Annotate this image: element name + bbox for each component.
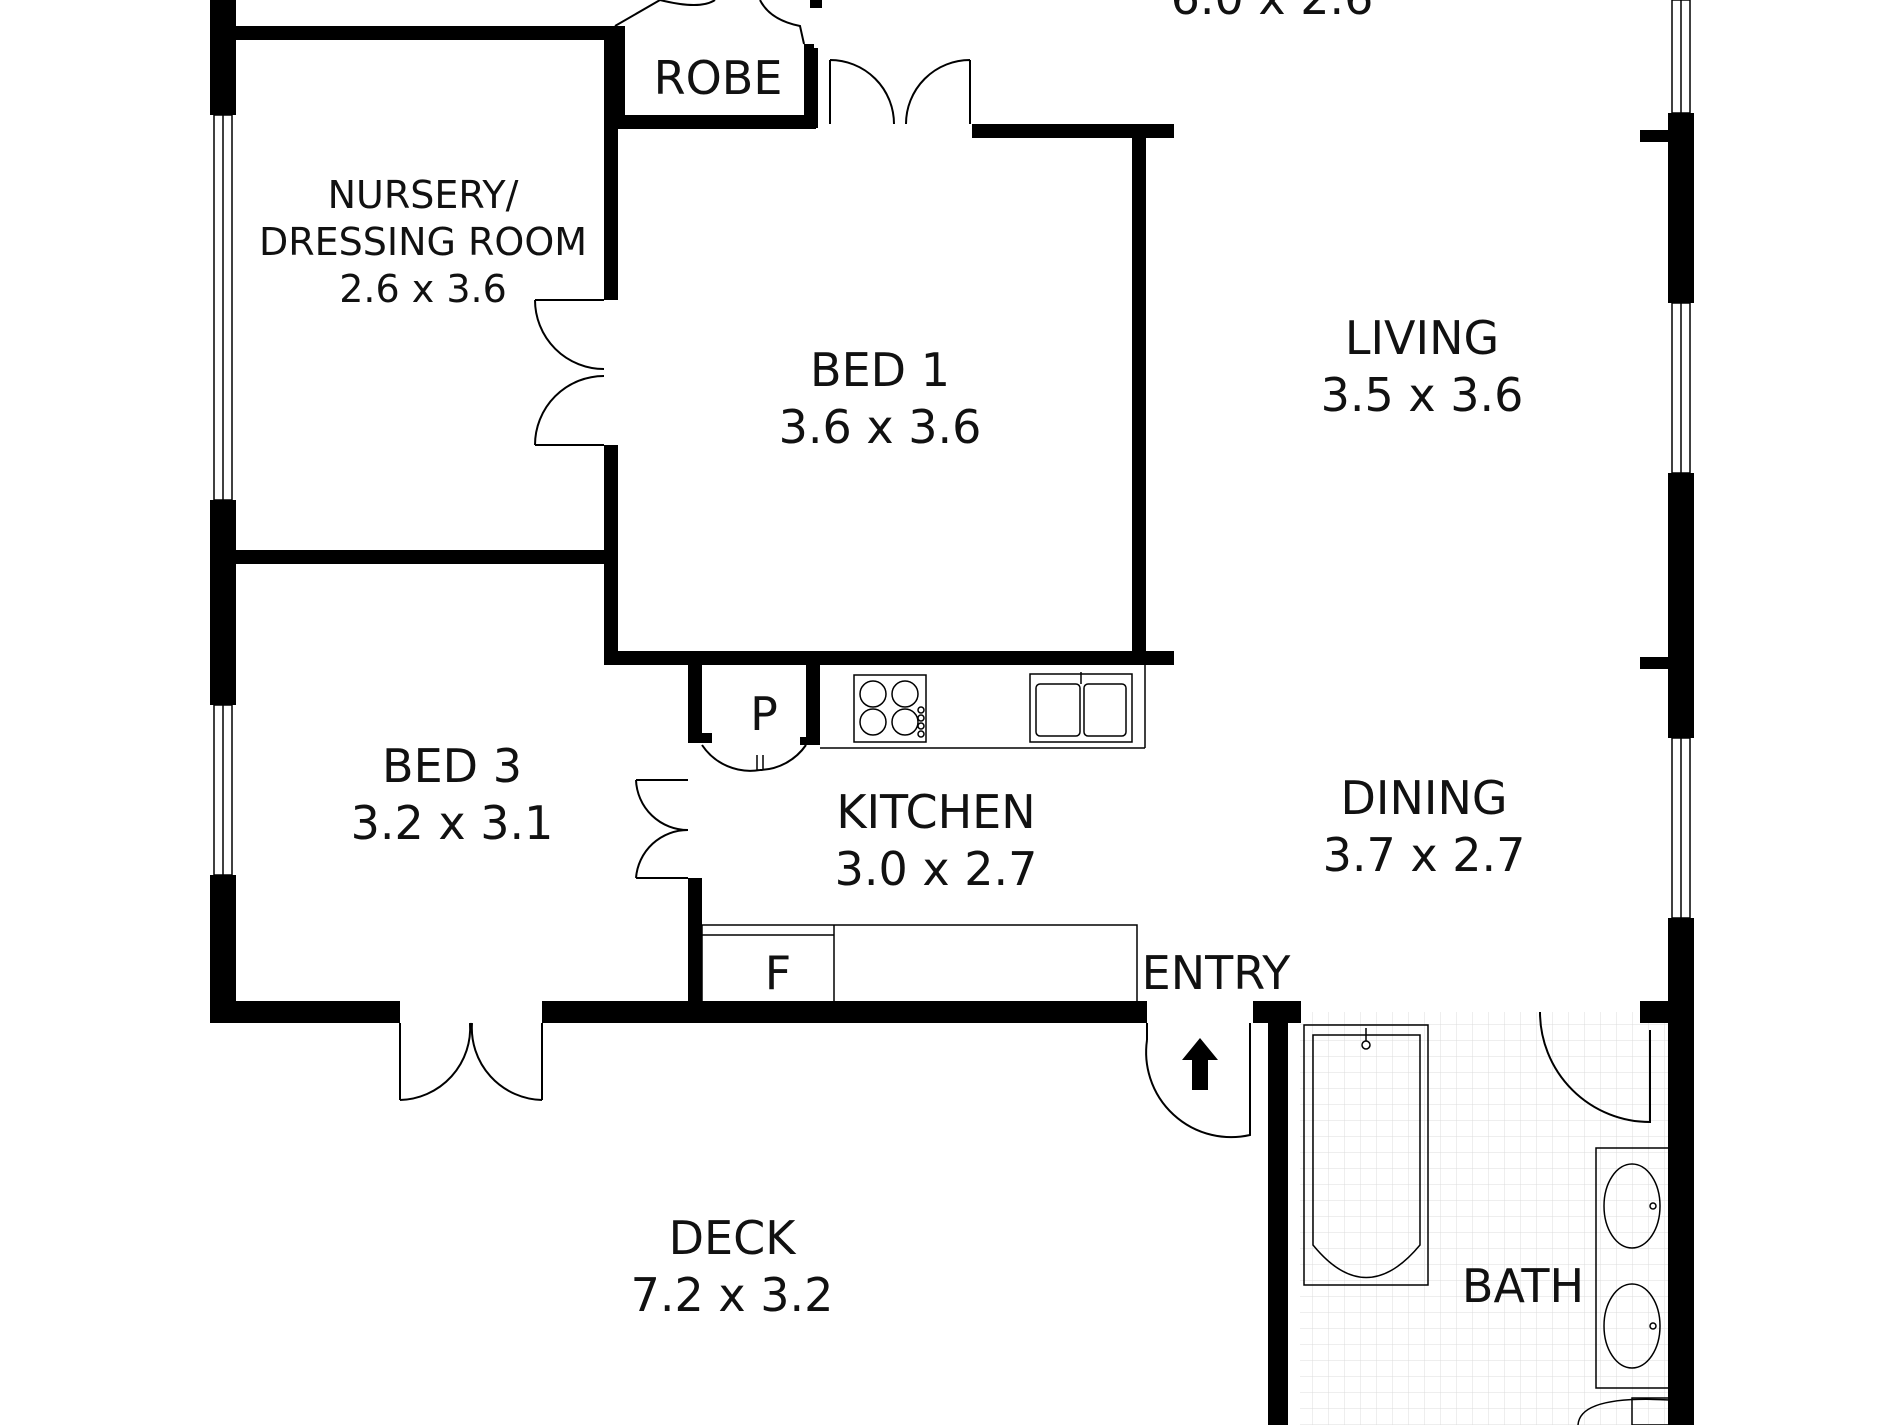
doors [399,0,1651,1139]
robe-label: ROBE [654,50,783,107]
nursery-name-line1: NURSERY/ [327,173,519,217]
dining-dims: 3.7 x 2.7 [1322,828,1526,883]
top-room-dims: 6.0 x 2.6 [1171,0,1374,27]
nursery-dims: 2.6 x 3.6 [339,267,507,312]
bed1-label: BED 1 3.6 x 3.6 [779,342,982,456]
living-name: LIVING [1344,311,1500,365]
living-dims: 3.5 x 3.6 [1320,368,1524,423]
fridge-label: F [765,945,791,1002]
dining-label: DINING 3.7 x 2.7 [1323,770,1526,884]
kitchen-name: KITCHEN [836,785,1036,839]
entry-label: ENTRY [1142,945,1291,1002]
pantry-name: P [750,687,778,741]
exterior-wall-left [210,0,236,1010]
deck-label: DECK 7.2 x 3.2 [631,1210,834,1324]
deck-dims: 7.2 x 3.2 [630,1268,834,1323]
pantry-label: P [750,686,778,743]
bath-label: BATH [1462,1258,1584,1315]
kitchen-dims: 3.0 x 2.7 [834,842,1038,897]
bed3-label: BED 3 3.2 x 3.1 [351,738,554,852]
bed1-name: BED 1 [810,343,950,397]
fridge-name: F [764,946,792,1000]
entry-name: ENTRY [1141,946,1291,1000]
nursery-name-line2: DRESSING ROOM [258,220,588,265]
nursery-label: NURSERY/ DRESSING ROOM 2.6 x 3.6 [259,172,587,313]
bed1-dims: 3.6 x 3.6 [778,400,982,455]
bath-tile-floor [1300,1012,1680,1425]
dining-name: DINING [1340,771,1508,825]
deck-name: DECK [668,1211,796,1265]
robe-name: ROBE [653,51,783,105]
bath-fixtures [1303,1024,1671,1425]
top-room-label: 6.0 x 2.6 [1171,0,1374,27]
living-label: LIVING 3.5 x 3.6 [1321,310,1524,424]
kitchen-label: KITCHEN 3.0 x 2.7 [835,784,1038,898]
bed3-dims: 3.2 x 3.1 [350,796,554,851]
bed3-name: BED 3 [382,739,522,793]
bath-name: BATH [1461,1259,1585,1313]
interior-walls [210,0,1685,1425]
kitchen-fixtures [701,665,1146,1006]
